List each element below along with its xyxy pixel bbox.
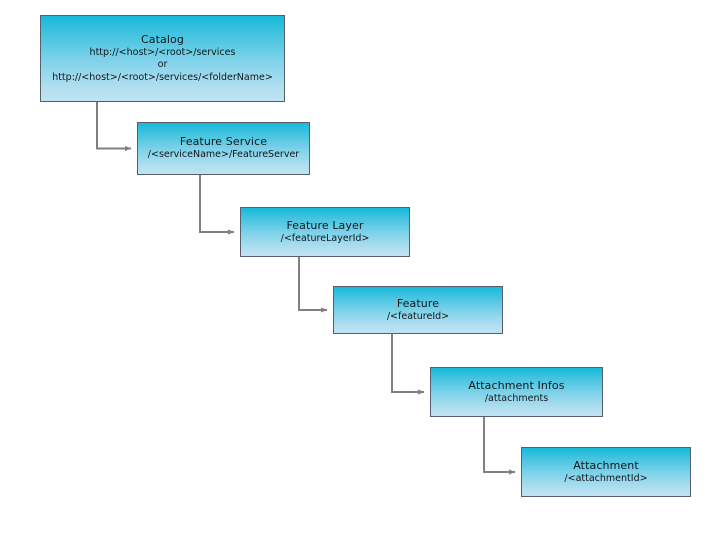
node-feature-service-title: Feature Service <box>179 135 268 149</box>
connector-catalog-to-feature-service <box>96 102 132 152</box>
node-attachment-path: /<attachmentId> <box>564 472 648 484</box>
connector-attachment-infos-to-attachment <box>483 417 516 475</box>
node-feature-service[interactable]: Feature Service /<serviceName>/FeatureSe… <box>137 122 310 175</box>
node-attachment-infos[interactable]: Attachment Infos /attachments <box>430 367 603 417</box>
node-catalog-url-primary: http://<host>/<root>/services <box>89 47 236 59</box>
connector-feature-layer-to-feature <box>298 257 328 313</box>
node-feature-layer[interactable]: Feature Layer /<featureLayerId> <box>240 207 410 257</box>
node-catalog-title: Catalog <box>141 33 184 47</box>
connector-feature-service-to-feature-layer <box>199 175 235 235</box>
node-catalog-or-separator: or <box>157 59 168 71</box>
node-attachment-title: Attachment <box>573 458 639 472</box>
node-attachment[interactable]: Attachment /<attachmentId> <box>521 447 691 497</box>
node-attachment-infos-title: Attachment Infos <box>468 378 565 392</box>
node-catalog-url-folder: http://<host>/<root>/services/<folderNam… <box>52 71 273 83</box>
connector-feature-to-attachment-infos <box>391 334 425 395</box>
node-feature-layer-path: /<featureLayerId> <box>280 232 370 244</box>
node-feature-service-path: /<serviceName>/FeatureServer <box>147 149 300 161</box>
node-feature-path: /<featureId> <box>386 310 450 322</box>
node-feature-layer-title: Feature Layer <box>286 218 364 232</box>
node-feature[interactable]: Feature /<featureId> <box>333 286 503 334</box>
node-feature-title: Feature <box>396 296 440 310</box>
node-attachment-infos-path: /attachments <box>484 392 549 404</box>
node-catalog[interactable]: Catalog http://<host>/<root>/services or… <box>40 15 285 102</box>
